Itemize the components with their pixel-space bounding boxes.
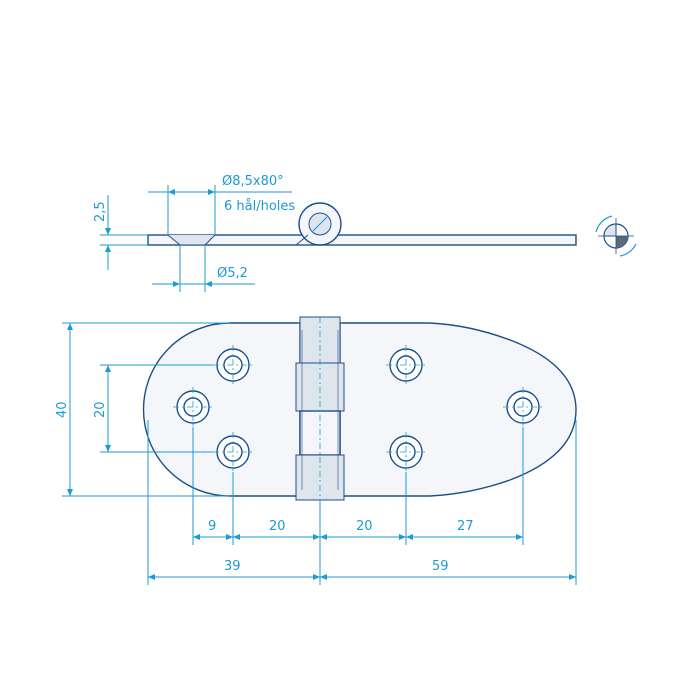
dim-59-label: 59 [432, 559, 449, 574]
side-plate [147, 234, 577, 246]
dim-27-label: 27 [457, 519, 474, 534]
height-label: 40 [55, 401, 70, 418]
dimensions: 40 20 9 20 20 27 39 [55, 322, 577, 585]
hole-right-top [386, 345, 426, 385]
left-leaf [142, 322, 301, 497]
dim-9-label: 9 [208, 519, 216, 534]
dim-20a-label: 20 [269, 519, 286, 534]
dim-20b-label: 20 [356, 519, 373, 534]
projection-symbol-icon [595, 215, 637, 257]
side-view: 2,5 Ø8,5x80° 6 hål/holes Ø5,2 [93, 174, 577, 292]
thickness-label: 2,5 [93, 201, 108, 222]
hole-left-top [213, 345, 253, 385]
holes-count-label: 6 hål/holes [224, 199, 295, 214]
countersink-profile [167, 234, 216, 246]
hole-right-bottom [386, 432, 426, 472]
top-view [142, 316, 577, 501]
hole-diameter-label: Ø5,2 [217, 266, 248, 281]
hole-right-far [503, 387, 543, 427]
right-leaf [339, 322, 577, 497]
hole-left-bottom [213, 432, 253, 472]
countersink-label: Ø8,5x80° [222, 174, 284, 189]
dim-39-label: 39 [224, 559, 241, 574]
vertical-spacing-label: 20 [93, 401, 108, 418]
hole-left-middle [173, 387, 213, 427]
